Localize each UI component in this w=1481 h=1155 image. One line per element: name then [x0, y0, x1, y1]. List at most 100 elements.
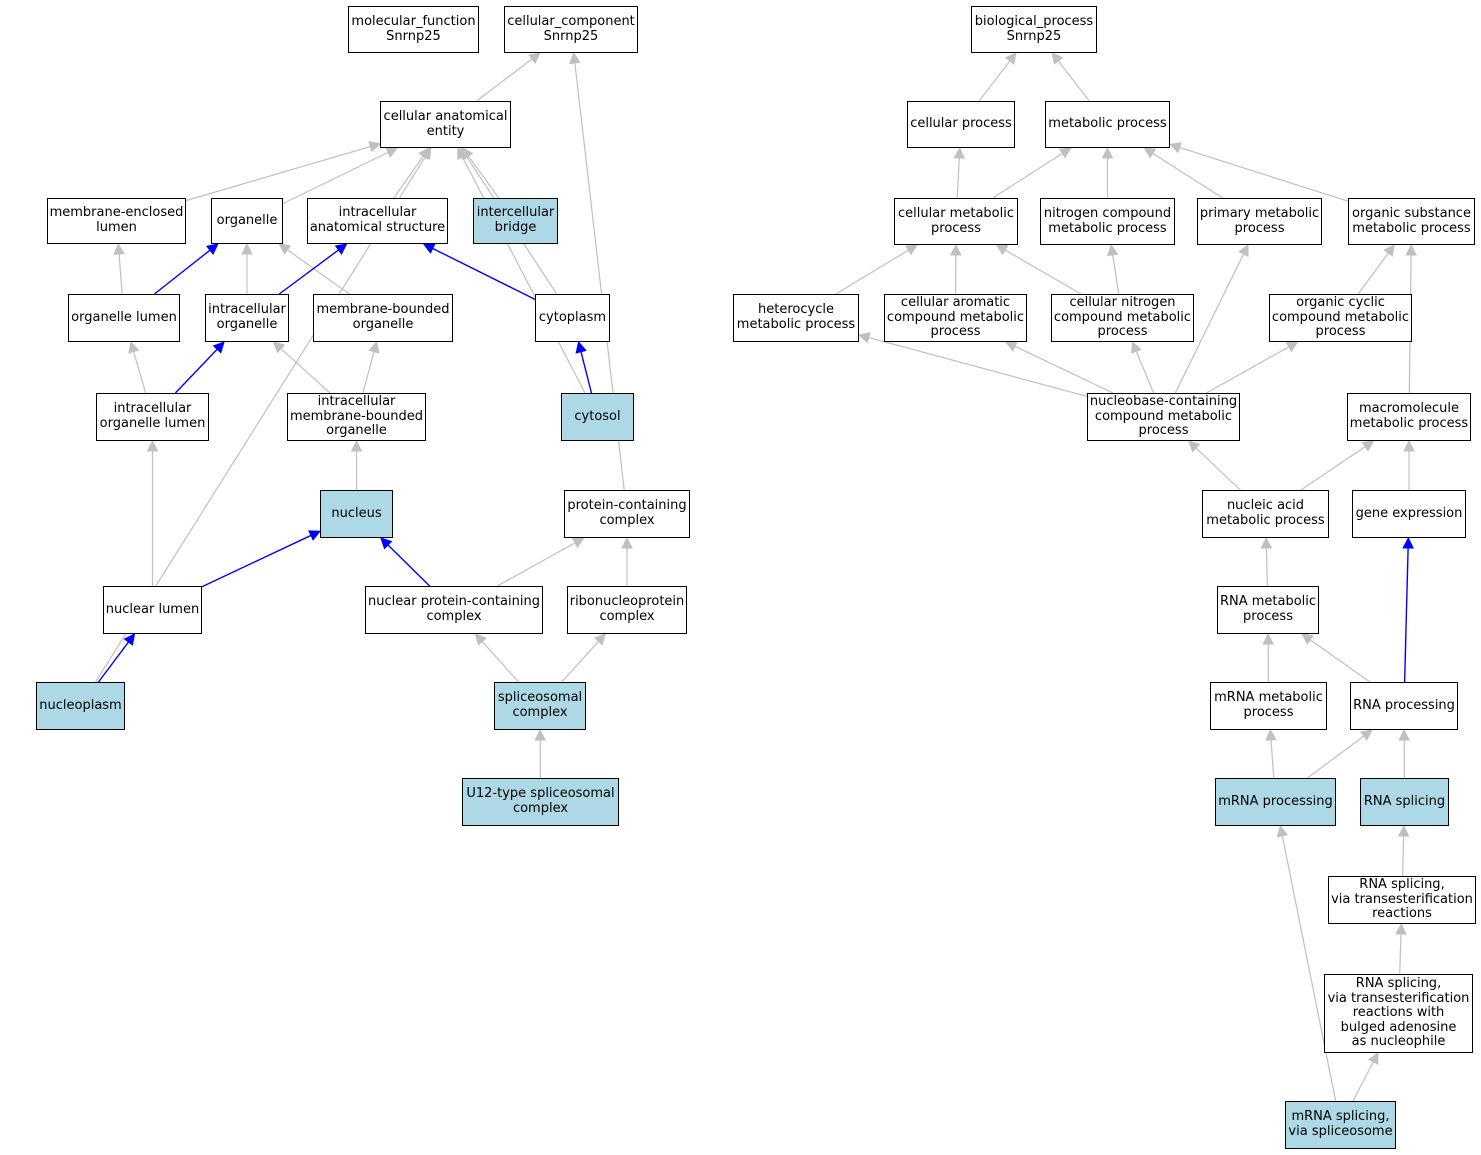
go-term-node-cyt[interactable]: cytoplasm [535, 294, 610, 342]
arrowhead-icon [571, 537, 585, 549]
arrowhead-icon [1359, 729, 1373, 741]
edge-cp-to-bp [978, 52, 1017, 102]
go-term-node-cp[interactable]: cellular process [907, 101, 1015, 148]
go-term-label-line: Snrnp25 [543, 28, 599, 44]
go-term-label-line: bridge [494, 220, 537, 235]
arrowhead-icon [241, 242, 253, 255]
edge-npcc-to-pcc [496, 537, 585, 587]
arrowhead-icon [334, 243, 348, 255]
go-term-node-np[interactable]: nucleoplasm [36, 682, 125, 730]
edge-line [1195, 447, 1241, 491]
arrowhead-icon [1238, 243, 1249, 257]
go-term-label-line: compound metabolic [886, 309, 1025, 325]
edge-rnp-to-pcc [621, 536, 633, 586]
edge-mel-to-cae [185, 141, 382, 202]
edge-line [393, 155, 424, 199]
go-term-node-nl[interactable]: nuclear lumen [103, 586, 202, 634]
edge-io-to-ias [278, 243, 348, 295]
go-term-node-ge[interactable]: gene expression [1352, 490, 1466, 538]
go-term-node-mp[interactable]: metabolic process [1045, 101, 1170, 148]
arrowhead-icon [1187, 440, 1201, 453]
arrowhead-icon [1285, 341, 1299, 353]
arrowhead-icon [1058, 147, 1072, 159]
arrowhead-icon [474, 633, 487, 646]
edge-line [282, 151, 389, 205]
arrowhead-icon [593, 633, 607, 646]
go-term-node-nuc[interactable]: nucleus [320, 490, 393, 538]
edge-mrp-to-rp [1307, 729, 1373, 779]
go-term-label-line: intracellular [208, 302, 286, 318]
go-term-label-line: RNA metabolic [1219, 594, 1317, 610]
arrowhead-icon [1361, 440, 1375, 452]
edge-nbcmp-to-cncmp [1131, 340, 1155, 394]
edge-cncmp-to-ncmp [1107, 243, 1120, 295]
arrowhead-icon [905, 244, 918, 256]
edge-spl-to-rnp [561, 633, 607, 683]
arrowhead-icon [380, 537, 393, 550]
edge-line [496, 542, 576, 587]
go-term-label-line: organelle [352, 317, 414, 332]
edge-namp-to-mmp [1300, 440, 1375, 491]
arrowhead-icon [534, 728, 546, 741]
go-term-label-line: organic substance [1352, 205, 1471, 221]
edge-nl-to-nuc [201, 530, 322, 588]
go-term-node-rs[interactable]: RNA splicing [1360, 778, 1449, 826]
edge-pmp-to-mp [1143, 147, 1223, 199]
go-term-label-line: Snrnp25 [386, 28, 441, 44]
edge-line [287, 249, 350, 295]
go-term-label-line: membrane-enclosed [49, 205, 184, 221]
edge-line [1152, 152, 1223, 199]
go-term-label-line: as nucleophile [1351, 1034, 1446, 1050]
go-term-label-line: membrane-bounded [316, 302, 450, 318]
edge-nbcmp-to-hmp [857, 332, 1088, 397]
go-term-node-org[interactable]: organelle [211, 198, 283, 244]
arrowhead-icon [368, 141, 382, 153]
go-term-label-line: molecular_function [351, 13, 476, 29]
go-term-node-orl[interactable]: organelle lumen [68, 294, 180, 342]
go-term-node-mrp[interactable]: mRNA processing [1215, 778, 1336, 826]
go-term-label-line: mRNA splicing, [1291, 1109, 1390, 1125]
go-term-label-line: complex [426, 609, 482, 624]
go-term-label-line: RNA processing [1353, 697, 1455, 713]
go-term-label-line: compound metabolic [1271, 309, 1410, 325]
go-term-label-line: anatomical structure [309, 220, 446, 235]
go-term-label-line: metabolic process [736, 317, 856, 332]
go-term-node-cyto[interactable]: cytosol [561, 393, 634, 441]
edge-mp-to-bp [1051, 52, 1090, 102]
go-term-node-mrs[interactable]: mRNA splicing,via spliceosome [1285, 1101, 1396, 1149]
go-term-label-line: complex [512, 705, 568, 720]
arrowhead-icon [368, 340, 380, 354]
go-term-node-rp[interactable]: RNA processing [1350, 682, 1458, 730]
